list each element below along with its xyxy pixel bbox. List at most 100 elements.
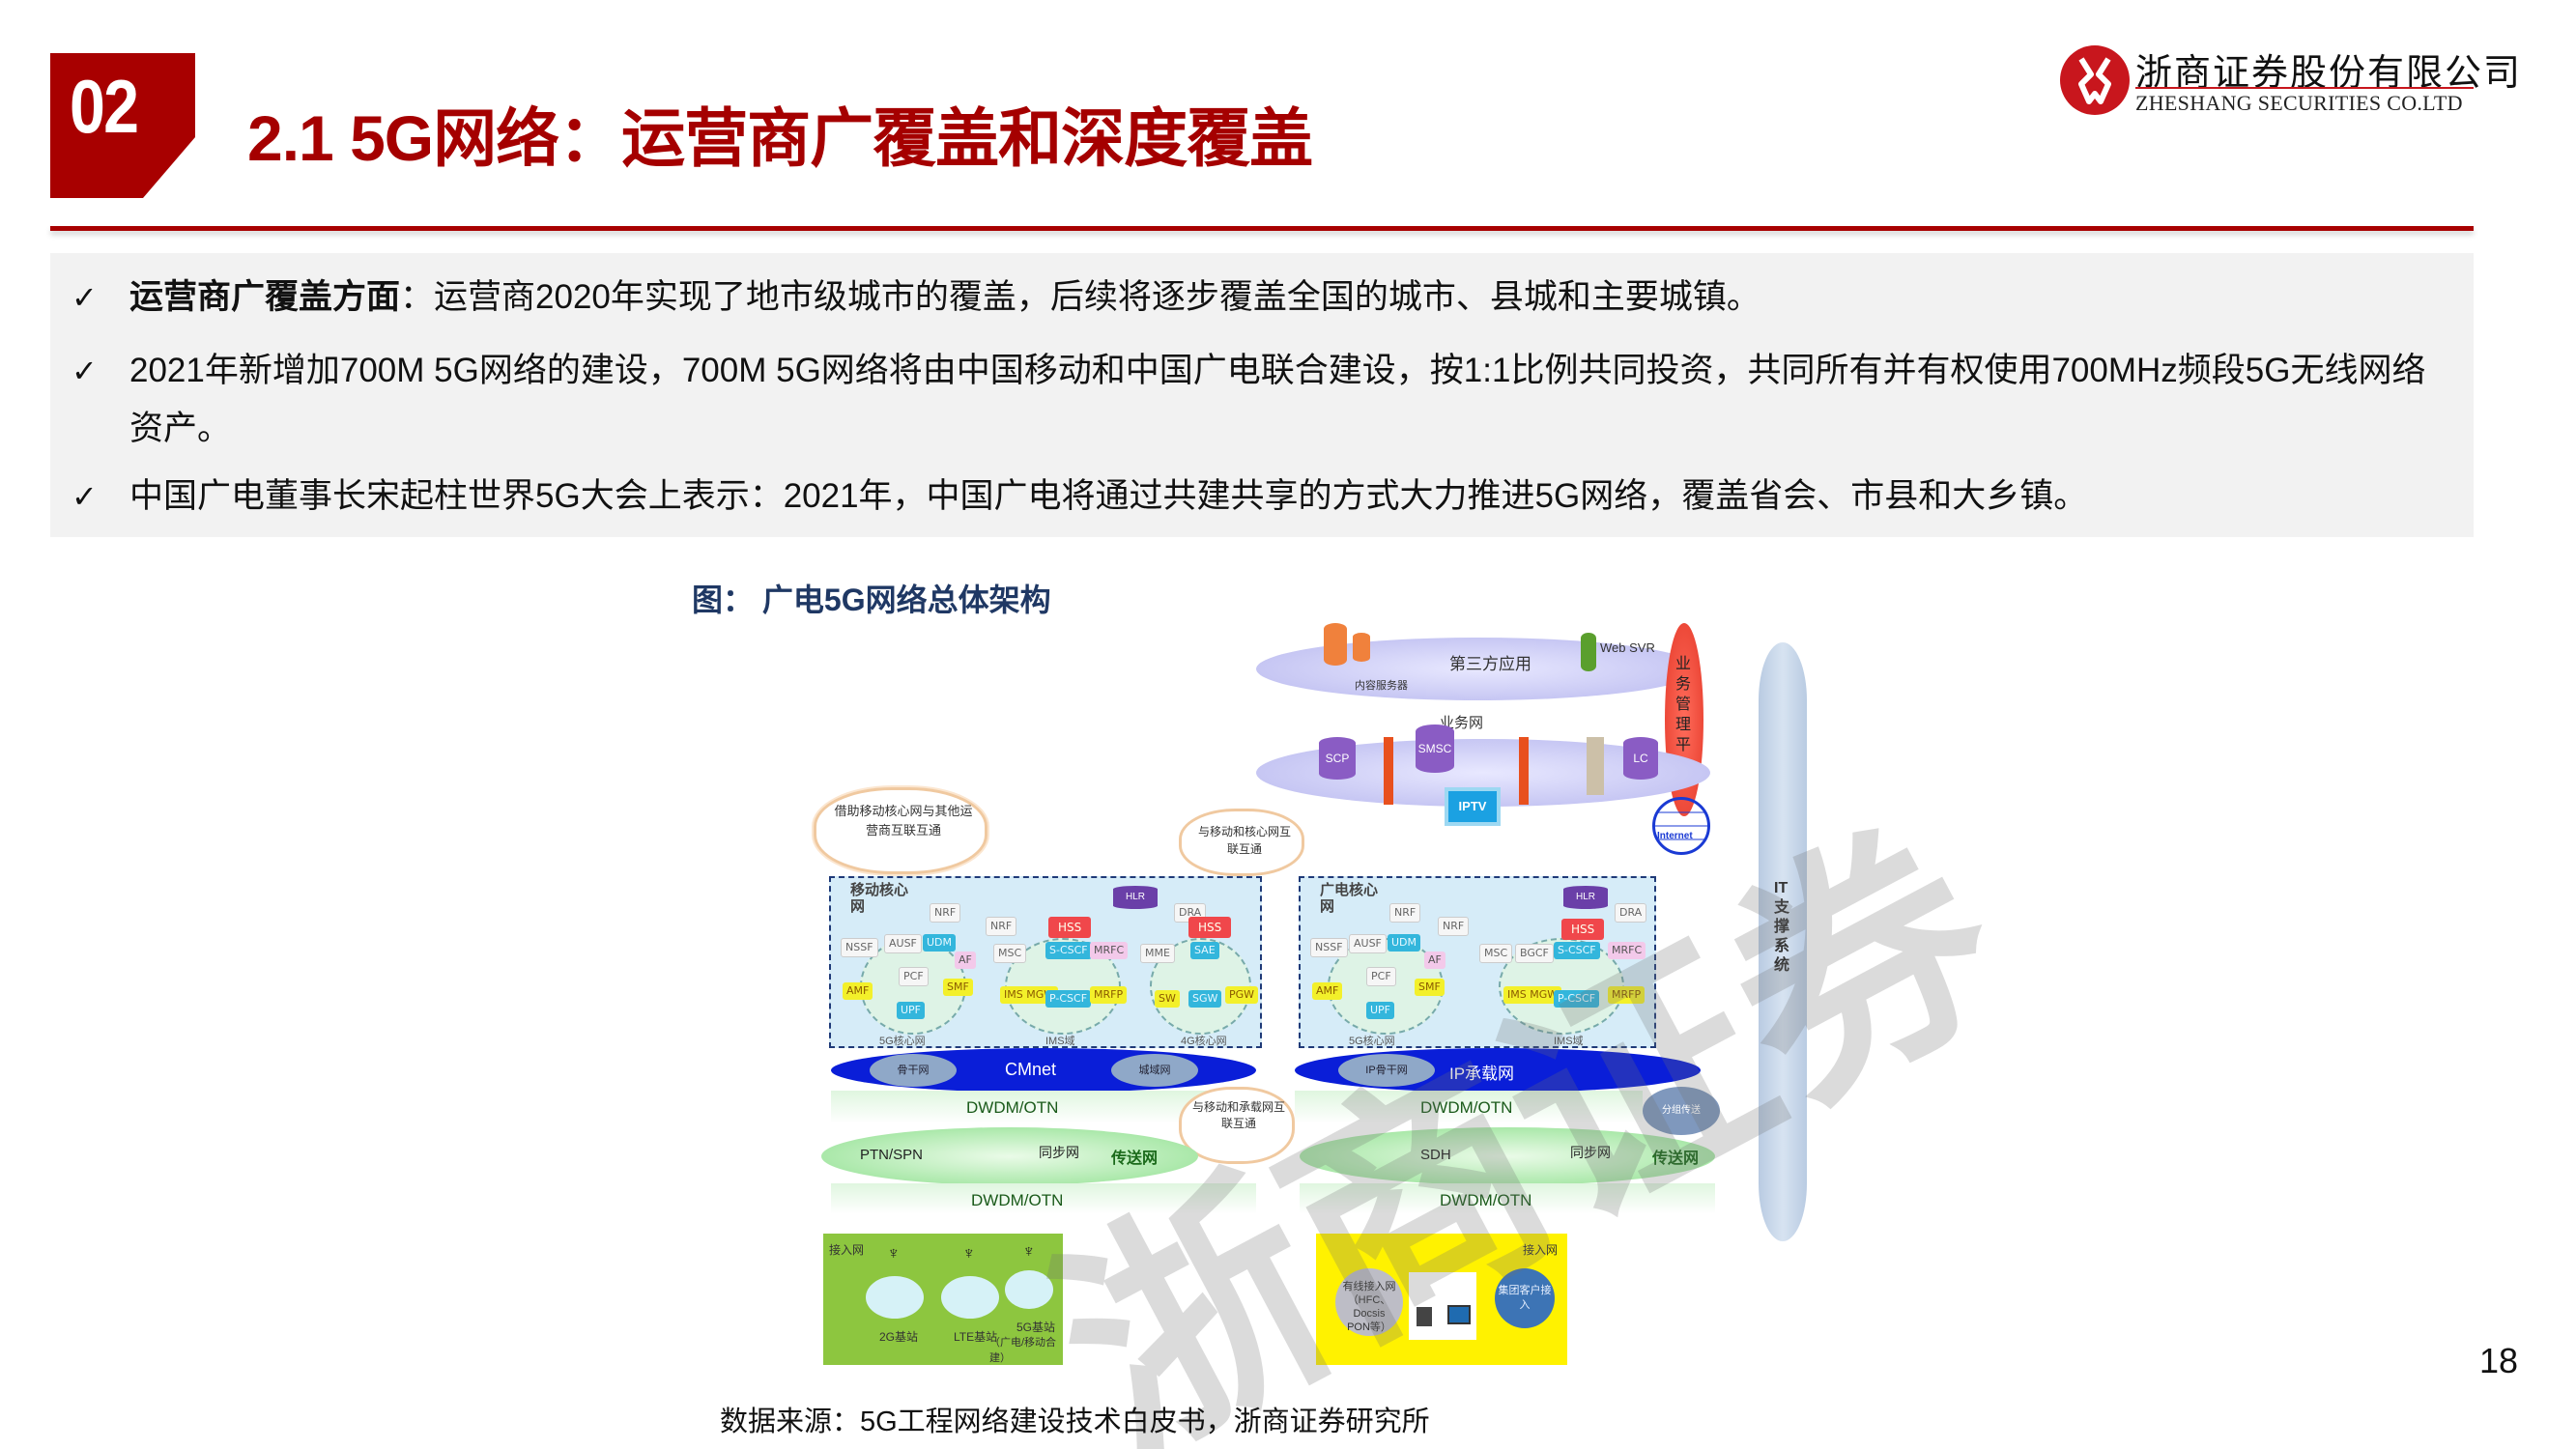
transport-right [1300, 1127, 1715, 1185]
dwdm-band [1300, 1183, 1715, 1214]
tower-icon: ♆ [962, 1243, 976, 1263]
bullet-text: 2021年新增加700M 5G网络的建设，700M 5G网络将由中国移动和中国广… [129, 352, 2426, 447]
section-number-badge: 02 [50, 53, 195, 198]
ausf-node: AUSF [884, 934, 922, 953]
msc-node: MSC [993, 944, 1027, 963]
tower-icon: ♆ [887, 1243, 901, 1263]
sgw-node: SGW [1188, 990, 1222, 1008]
cell-lte [941, 1276, 999, 1319]
amf-node: AMF [843, 982, 873, 1000]
mrfp-node: MRFP [1090, 986, 1128, 1004]
mrfp-node: MRFP [1608, 986, 1646, 1004]
zheshang-logo-icon [2060, 45, 2130, 115]
logo-name-en: ZHESHANG SECURITIES CO.LTD [2135, 91, 2463, 115]
broadcast-core-network: 广电核心网 NRF NRF HLR DRA NSSF AUSF UDM AF P… [1299, 876, 1656, 1048]
scp-node: SCP [1319, 737, 1356, 780]
nssf-node: NSSF [1310, 938, 1348, 957]
wired-access-circle: 有线接入网 （HFC、Docsis PON等） [1335, 1268, 1403, 1336]
dwdm-label: DWDM/OTN [966, 1098, 1059, 1117]
sync-net-label: 同步网 [1039, 1145, 1079, 1160]
bullet-text: 中国广电董事长宋起柱世界5G大会上表示：2021年，中国广电将通过共建共享的方式… [129, 477, 2088, 515]
hss-node: HSS [1048, 917, 1092, 938]
ip-bearer: IP骨干网 IP承载网 [1295, 1048, 1701, 1093]
content-server-icon [1324, 623, 1347, 666]
station-5g-label: 5G基站 [1016, 1321, 1056, 1334]
dra-node: DRA [1615, 903, 1647, 923]
station-lte-label: LTE基站 [954, 1330, 998, 1344]
ip-bearer-label: IP承载网 [1449, 1065, 1515, 1083]
data-source: 数据来源：5G工程网络建设技术白皮书，浙商证券研究所 [720, 1406, 1430, 1437]
bullet-text: 运营商广覆盖方面：运营商2020年实现了地市级城市的覆盖，后续将逐步覆盖全国的城… [129, 278, 1760, 316]
bullet-bold-lead: 运营商广覆盖方面 [129, 278, 401, 316]
transport-net-label: 传送网 [1652, 1151, 1700, 1167]
cmnet-label: CMnet [1005, 1060, 1057, 1079]
logo-name-cn: 浙商证券股份有限公司 [2135, 51, 2523, 94]
ims-mgw-node: IMS MGW [1000, 986, 1059, 1004]
metro-net: 城域网 [1111, 1054, 1198, 1087]
internet-globe-icon: Internet [1652, 797, 1710, 855]
check-icon: ✓ [72, 353, 98, 389]
broadcast-core-title: 广电核心网 [1320, 882, 1379, 915]
it-support-label: IT支撑系统 [1774, 880, 1790, 974]
mrfc-node: MRFC [1090, 942, 1129, 959]
transport-left [821, 1127, 1198, 1185]
cell-5g [1005, 1270, 1053, 1309]
hss-node: HSS [1561, 919, 1605, 940]
wired-access-line: PON等） [1347, 1321, 1391, 1333]
gateway-server-icon [1587, 737, 1604, 795]
smf-node: SMF [943, 979, 973, 996]
p-cscf-node: P-CSCF [1554, 990, 1600, 1008]
access-network-broadcast: 接入网 有线接入网 （HFC、Docsis PON等） 集团客户接入 [1316, 1234, 1567, 1365]
it-support-pillar [1759, 642, 1807, 1241]
cell-2g [866, 1276, 924, 1319]
udm-node: UDM [1388, 934, 1421, 952]
section-number: 02 [70, 64, 139, 149]
web-server-icon [1581, 633, 1596, 671]
smsc-node: SMSC [1416, 724, 1454, 773]
s-cscf-node: S-CSCF [1554, 942, 1600, 959]
hlr-node: HLR [1113, 886, 1158, 909]
core5g-label: 5G核心网 [1349, 1036, 1395, 1047]
ims-mgw-node: IMS MGW [1503, 986, 1562, 1004]
lc-node: LC [1623, 737, 1658, 780]
content-server-icon [1353, 633, 1370, 662]
cmnet-bearer: 骨干网 CMnet 城域网 [831, 1048, 1256, 1093]
backbone-net: 骨干网 [870, 1054, 957, 1087]
terminal-devices-image [1409, 1272, 1476, 1340]
dwdm-band [831, 1183, 1256, 1214]
nssf-node: NSSF [841, 938, 878, 957]
pgw-node: PGW [1225, 986, 1259, 1004]
cloud-left-label: 借助移动核心网与其他运营商互联互通 [834, 804, 973, 838]
ip-backbone-net: IP骨干网 [1338, 1054, 1435, 1087]
core5g-label: 5G核心网 [879, 1036, 926, 1047]
check-icon: ✓ [72, 279, 98, 316]
bullet-panel: ✓ 运营商广覆盖方面：运营商2020年实现了地市级城市的覆盖，后续将逐步覆盖全国… [50, 253, 2474, 537]
dwdm-label: DWDM/OTN [1440, 1191, 1532, 1209]
mobile-core-title: 移动核心网 [850, 882, 909, 915]
ims-label: IMS域 [1045, 1036, 1075, 1047]
packet-transport-ring: 分组传送 [1643, 1087, 1720, 1135]
msc-node: MSC [1479, 944, 1513, 963]
access-network-mobile: 接入网 ♆ 2G基站 ♆ LTE基站 ♆ 5G基站 （广电/移动合建） [823, 1234, 1063, 1365]
sync-net-label: 同步网 [1570, 1145, 1611, 1160]
cloud-mid: 与移动和核心网互联互通 [1179, 809, 1304, 876]
cloud-bearer-label: 与移动和承载网互联互通 [1191, 1100, 1285, 1130]
station-5g-sublabel: （广电/移动合建） [989, 1337, 1057, 1364]
cloud-left: 借助移动核心网与其他运营商互联互通 [814, 787, 987, 874]
wired-access-line: （HFC、Docsis [1347, 1294, 1391, 1320]
pcf-node: PCF [899, 967, 929, 986]
ausf-node: AUSF [1349, 934, 1387, 953]
nrf-node: NRF [1438, 917, 1470, 936]
nrf-node: NRF [930, 903, 961, 923]
content-server-label: 内容服务器 [1355, 680, 1408, 692]
amf-node: AMF [1312, 982, 1343, 1000]
page-title: 2.1 5G网络：运营商广覆盖和深度覆盖 [247, 102, 1313, 174]
firewall-icon [1384, 737, 1393, 805]
cloud-mid-label: 与移动和核心网互联互通 [1197, 825, 1291, 856]
af-node: AF [955, 952, 976, 969]
hlr-node: HLR [1563, 886, 1608, 909]
nrf-node: NRF [1389, 903, 1421, 923]
p-cscf-node: P-CSCF [1045, 990, 1092, 1008]
firewall-icon [1519, 737, 1529, 805]
station-2g-label: 2G基站 [879, 1330, 919, 1344]
